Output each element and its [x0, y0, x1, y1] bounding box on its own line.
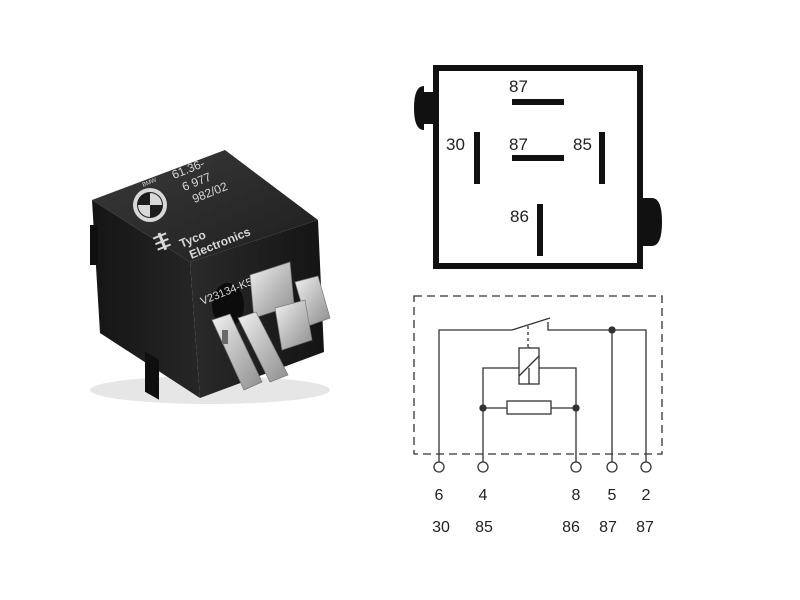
relay-left-face — [92, 200, 200, 398]
pin-label-86: 86 — [510, 207, 529, 226]
relay-coil-mark — [518, 355, 540, 377]
terminal-number-6: 6 — [435, 487, 444, 504]
bmw-logo: BMW — [133, 177, 167, 222]
terminal-8 — [570, 461, 582, 473]
relay-top-face — [92, 150, 318, 262]
switch-contact — [511, 317, 551, 331]
schematic-enclosure — [413, 295, 663, 455]
pin-blade-86 — [537, 204, 543, 256]
pinout-diagram: 87 30 87 85 86 — [414, 65, 662, 269]
wire-87-b — [612, 329, 647, 462]
relay-pin-hole — [222, 330, 228, 344]
relay-clip-left — [90, 225, 98, 265]
terminal-number-8: 8 — [572, 487, 581, 504]
wire-85-coil — [482, 367, 519, 462]
pinout-tab-right-cap — [652, 198, 662, 246]
terminal-number-5: 5 — [608, 487, 617, 504]
wire-86-coil — [539, 367, 577, 462]
wire-30 — [438, 329, 512, 462]
pinout-tab-left-cap — [414, 86, 424, 130]
bmw-logo-text: BMW — [142, 177, 158, 188]
relay-pin — [237, 311, 289, 383]
terminal-5 — [606, 461, 618, 473]
schematic-labels: 6 4 8 5 2 30 85 86 87 87 — [432, 487, 654, 536]
relay-socket — [212, 283, 244, 327]
wire-87-contact — [547, 322, 612, 331]
terminal-name-85: 85 — [475, 519, 493, 536]
relay-clip-front — [145, 351, 159, 400]
relay-pin — [274, 299, 313, 351]
circuit-schematic — [413, 295, 663, 473]
terminal-name-86: 86 — [562, 519, 580, 536]
junction-85 — [479, 404, 487, 412]
pin-label-87-middle: 87 — [509, 135, 528, 154]
tyco-mark-icon — [152, 232, 171, 251]
terminal-number-4: 4 — [479, 487, 488, 504]
pinout-tab-left — [424, 92, 434, 124]
terminal-6 — [433, 461, 445, 473]
pin-blade-85 — [599, 132, 605, 184]
junction-86 — [572, 404, 580, 412]
relay-pins — [211, 261, 331, 391]
terminal-2 — [640, 461, 652, 473]
terminal-number-2: 2 — [642, 487, 651, 504]
terminal-name-87-b: 87 — [636, 519, 654, 536]
terminal-name-30: 30 — [432, 519, 450, 536]
terminal-name-87-a: 87 — [599, 519, 617, 536]
pin-label-30: 30 — [446, 135, 465, 154]
resistor — [506, 400, 552, 415]
pin-blade-87-top — [512, 99, 564, 105]
terminal-4 — [477, 461, 489, 473]
junction-87 — [608, 326, 616, 334]
relay-photo: BMW 61.36- 6 977 982/02 Tyco Electronics… — [90, 150, 331, 404]
pin-blade-87-middle — [512, 155, 564, 161]
pin-blade-30 — [474, 132, 480, 184]
pin-label-85: 85 — [573, 135, 592, 154]
pinout-tab-right — [642, 198, 652, 246]
pin-label-87-top: 87 — [509, 77, 528, 96]
